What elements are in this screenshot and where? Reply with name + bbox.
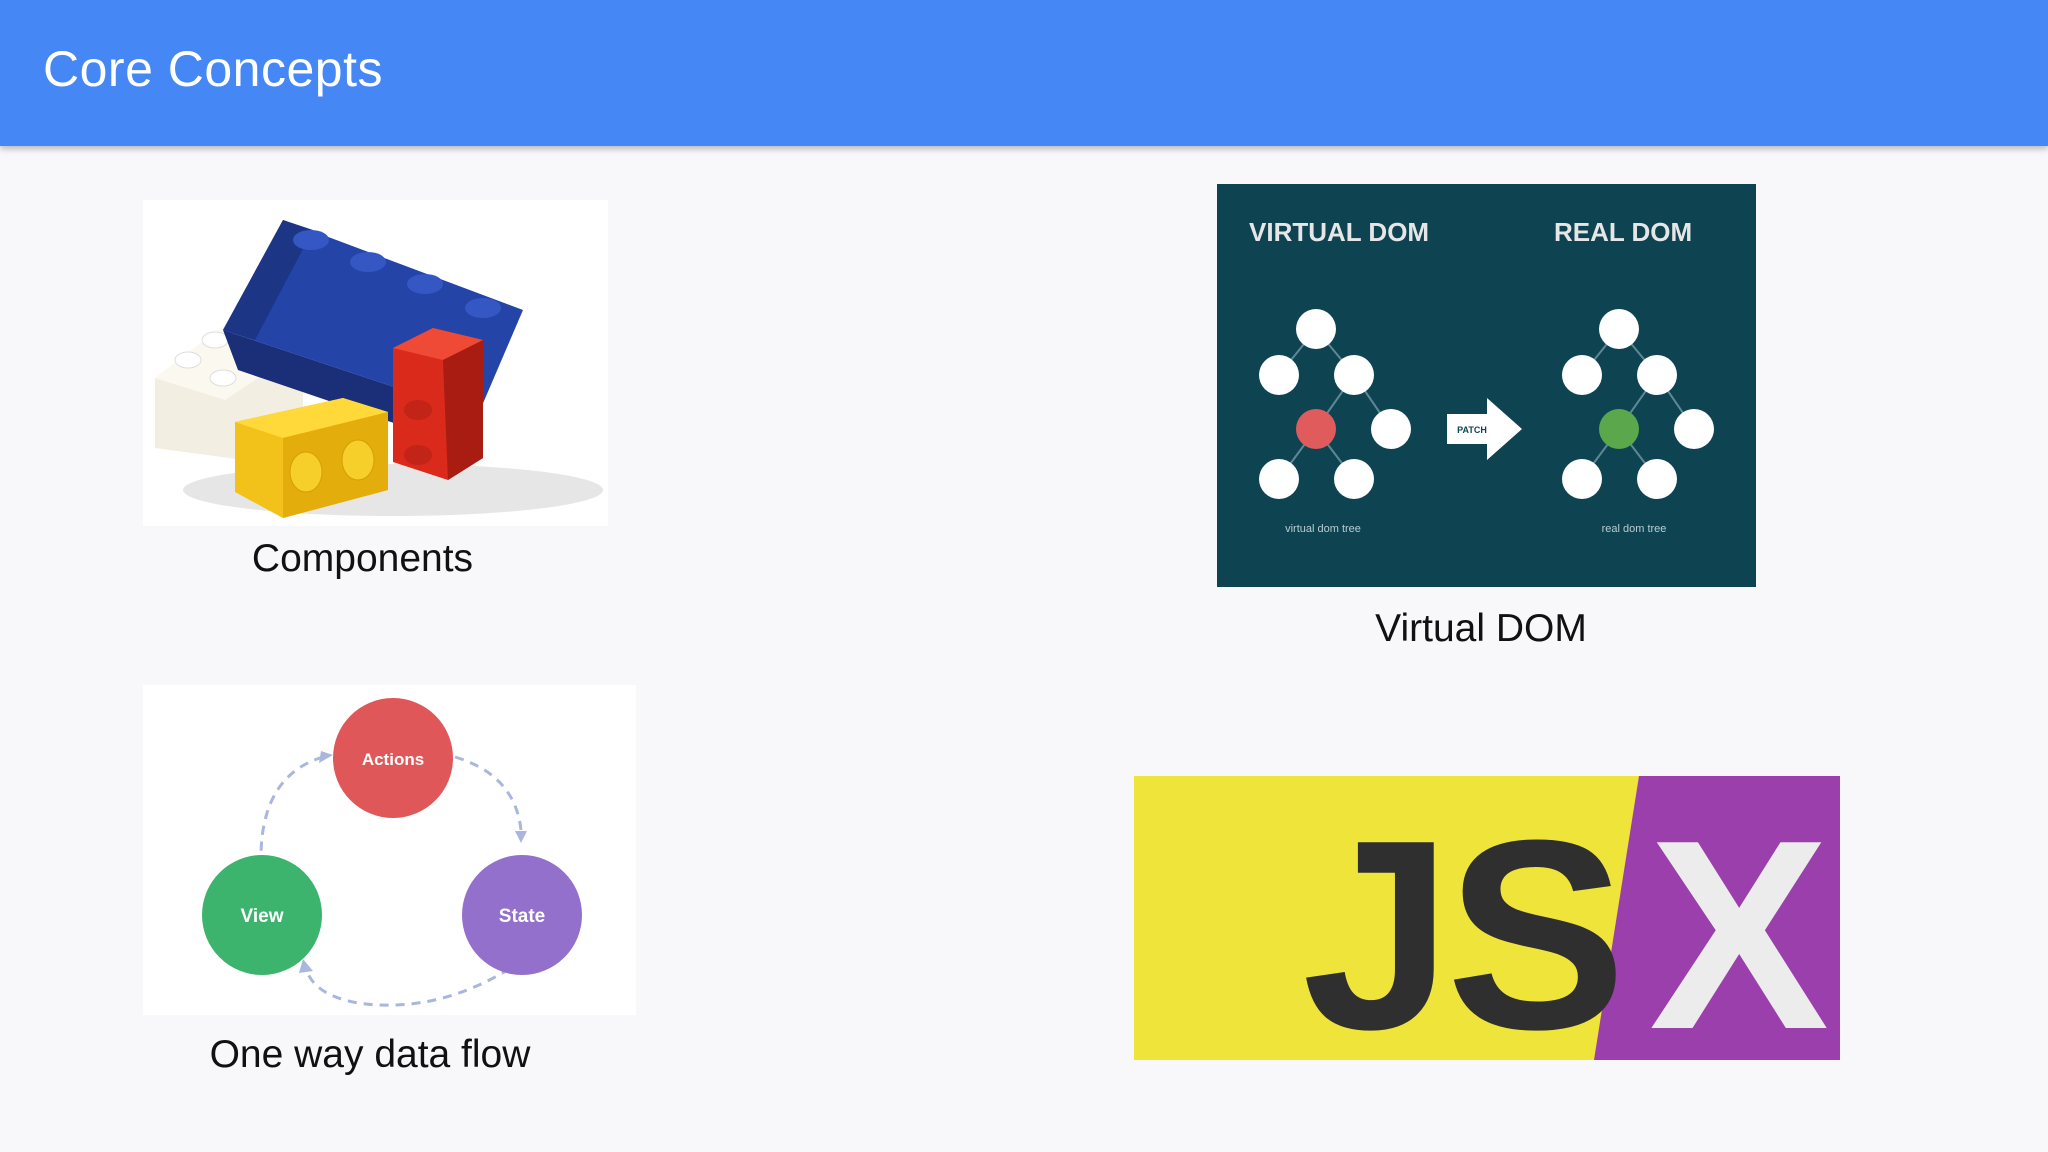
patch-label: PATCH bbox=[1457, 425, 1487, 435]
data-flow-diagram: Actions View State bbox=[143, 685, 636, 1015]
view-node bbox=[202, 855, 322, 975]
virtual-dom-heading: VIRTUAL DOM bbox=[1249, 217, 1429, 247]
virtual-dom-panel: VIRTUAL DOM REAL DOM virtual dom tree PA… bbox=[1217, 184, 1756, 587]
slide-header: Core Concepts bbox=[0, 0, 2048, 146]
state-label: State bbox=[499, 906, 545, 927]
jsx-logo: JS X bbox=[1134, 776, 1840, 1086]
data-flow-panel: Actions View State bbox=[143, 685, 636, 1015]
lego-bricks-icon bbox=[143, 200, 608, 526]
components-panel bbox=[143, 200, 608, 526]
data-flow-caption: One way data flow bbox=[209, 1033, 531, 1076]
state-node bbox=[462, 855, 582, 975]
slide-title: Core Concepts bbox=[43, 41, 383, 97]
actions-label: Actions bbox=[362, 750, 424, 769]
real-dom-heading: REAL DOM bbox=[1554, 217, 1692, 247]
virtual-dom-diagram: VIRTUAL DOM REAL DOM virtual dom tree PA… bbox=[1217, 184, 1756, 587]
virtual-dom-tree-label: virtual dom tree bbox=[1285, 523, 1361, 535]
view-label: View bbox=[241, 906, 284, 927]
real-dom-tree-label: real dom tree bbox=[1602, 523, 1667, 535]
patch-arrow-icon bbox=[1447, 398, 1522, 460]
virtual-dom-caption: Virtual DOM bbox=[1375, 607, 1587, 650]
jsx-js-text: JS bbox=[1302, 785, 1620, 1060]
jsx-x-text: X bbox=[1649, 785, 1830, 1060]
components-caption: Components bbox=[251, 537, 474, 580]
actions-node bbox=[333, 698, 453, 818]
